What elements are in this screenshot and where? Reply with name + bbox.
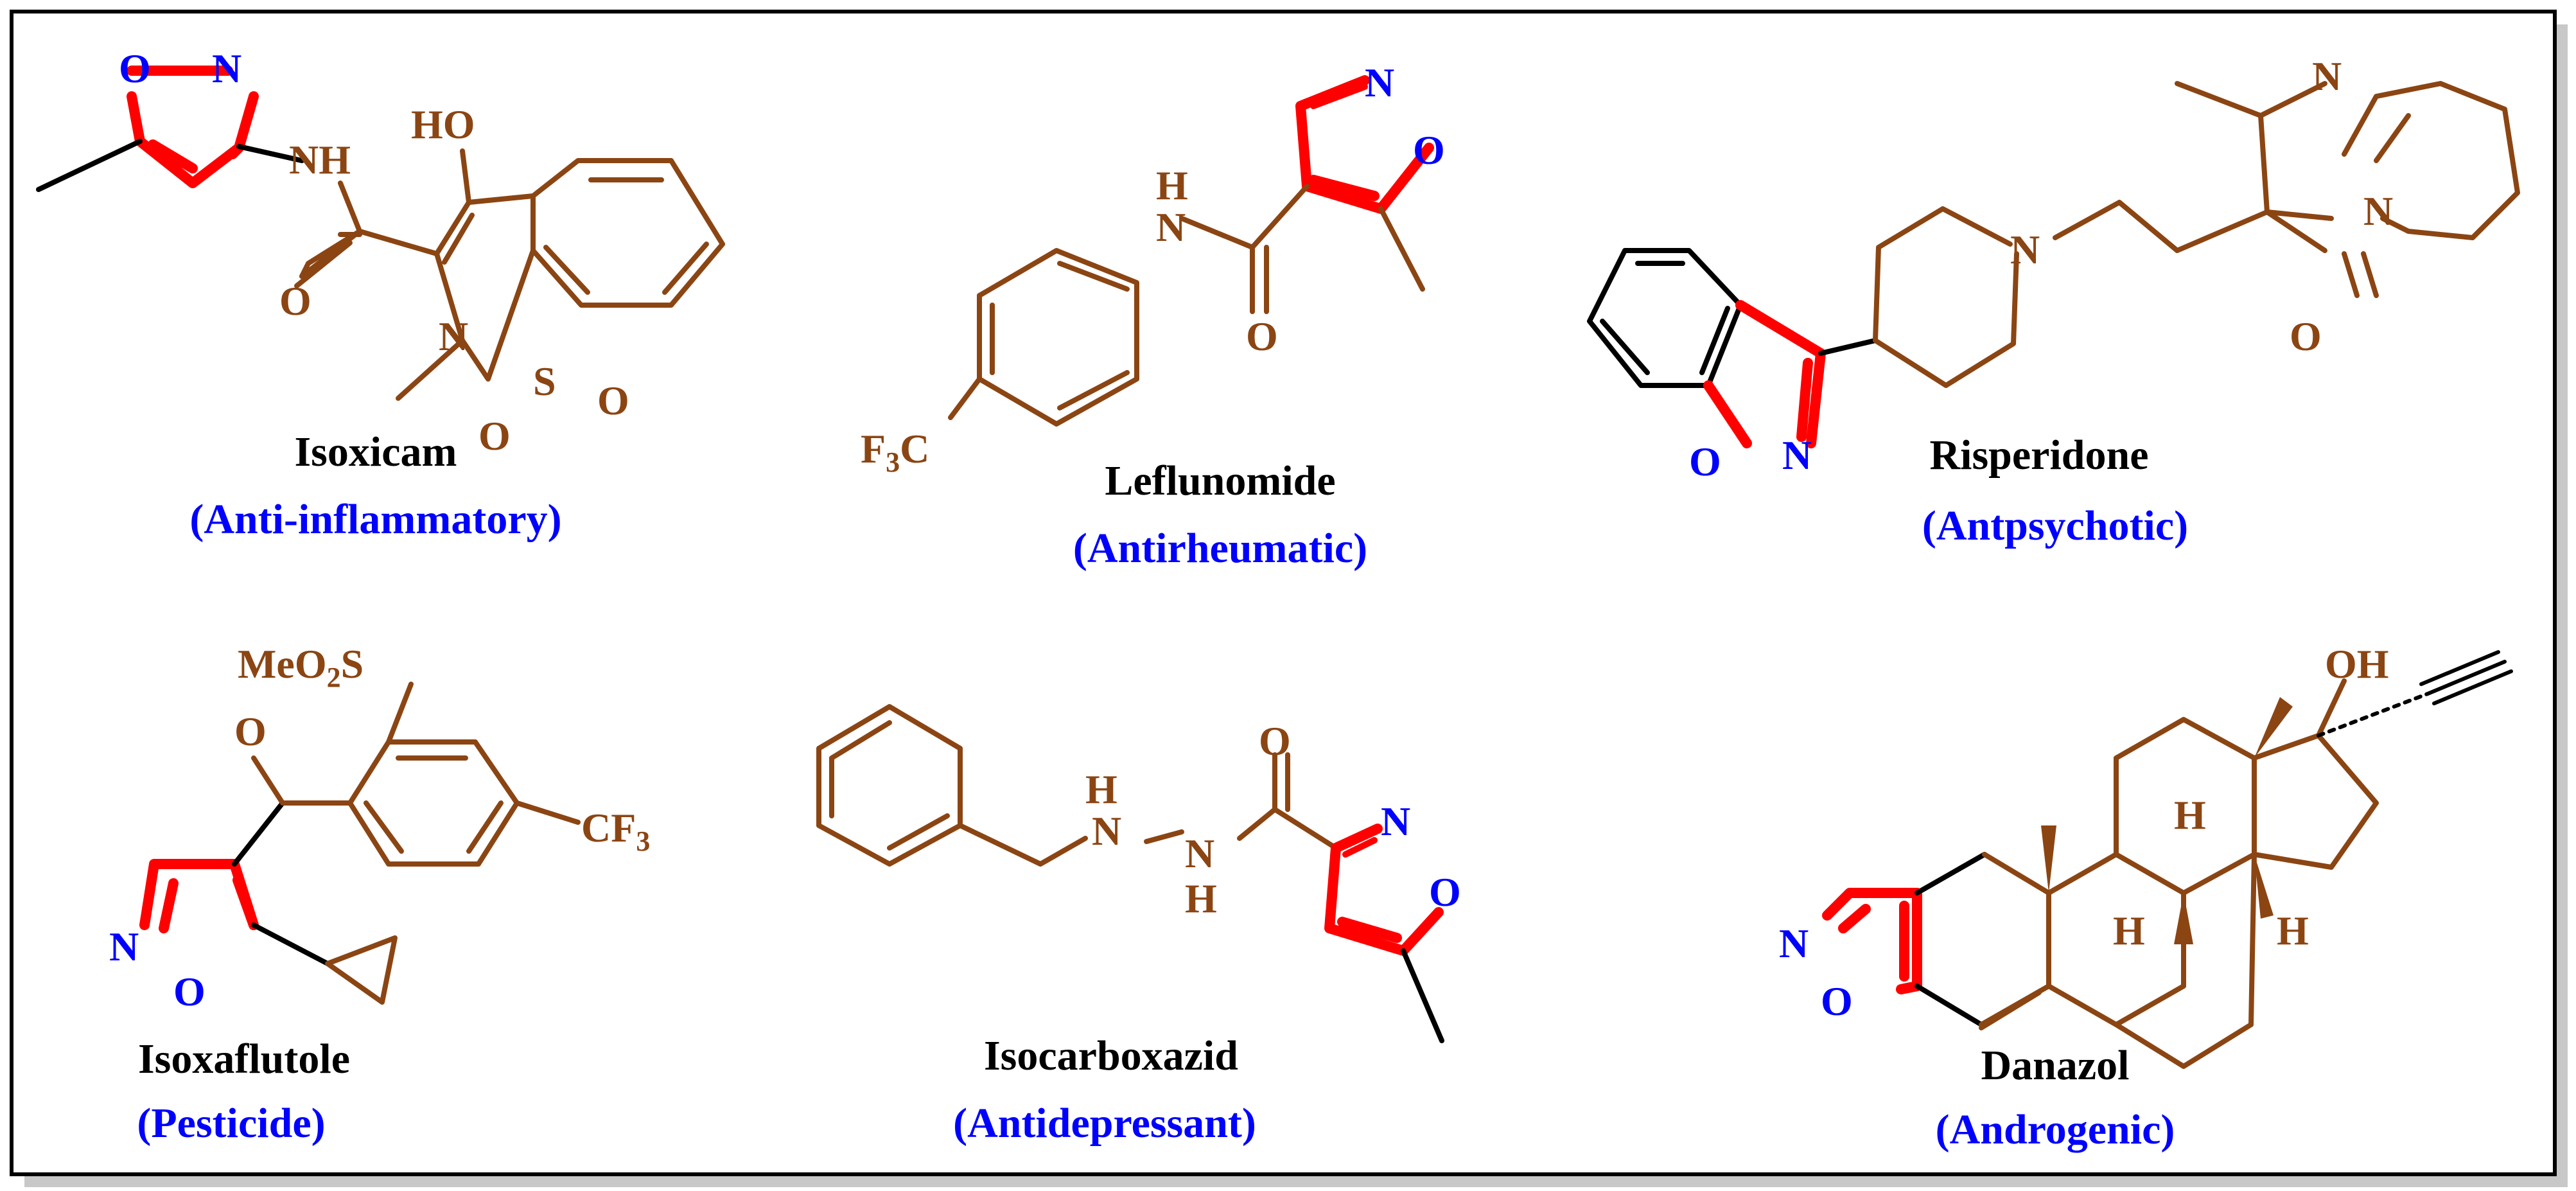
isocarboxazid-use: (Antidepressant) — [953, 1100, 1256, 1147]
risperidone-name: Risperidone — [1929, 432, 2148, 479]
leflunomide-o-atom: O — [1413, 127, 1445, 173]
isoxaflutole-carbonyl-o: O — [234, 709, 267, 754]
risperidone-piperidine-n: N — [2010, 227, 2040, 272]
isoxaflutole-n-atom: N — [109, 924, 139, 969]
isocarboxazid-nh1-h: H — [1085, 766, 1117, 812]
isoxaflutole-o-atom: O — [173, 969, 206, 1014]
isoxicam-structure: O N NH HO O N S O O Isoxicam (Anti-infla… — [36, 46, 725, 543]
isocarboxazid-structure: H N N H O N O Isocarboxazid (Antidepress… — [816, 704, 1461, 1147]
risperidone-bridge-n: N — [2363, 188, 2393, 234]
danazol-h-8: H — [2174, 792, 2206, 838]
leflunomide-n-atom: N — [1365, 60, 1394, 105]
isoxaflutole-structure: N O O MeO2S CF3 Isoxaflutole (Pesticide) — [109, 641, 650, 1147]
isoxaflutole-meo2s: MeO2S — [238, 641, 364, 693]
isoxaflutole-cf3: CF3 — [581, 805, 650, 857]
danazol-structure: N O OH H H H Danazol (Androgenic) — [1779, 641, 2513, 1153]
danazol-use: (Androgenic) — [1936, 1106, 2175, 1153]
isoxicam-nh-atom: NH — [289, 137, 351, 182]
danazol-name: Danazol — [1981, 1042, 2130, 1089]
isoxicam-so-o1: O — [478, 413, 511, 459]
isocarboxazid-n-atom: N — [1381, 798, 1410, 844]
leflunomide-nh-n: N — [1156, 204, 1186, 250]
risperidone-structure: O N N N N O Risperidone (Antpsychotic) — [1587, 53, 2520, 549]
isoxicam-use: (Anti-inflammatory) — [189, 496, 561, 543]
risperidone-pyrimidine-n: N — [2312, 53, 2342, 99]
leflunomide-carbonyl-o: O — [1246, 313, 1278, 359]
isoxicam-so-o2: O — [597, 378, 629, 423]
leflunomide-use: (Antirheumatic) — [1073, 525, 1367, 572]
isoxicam-carbonyl-o: O — [279, 278, 311, 324]
risperidone-n-atom: N — [1782, 432, 1812, 478]
leflunomide-structure: N O H N O F3C Leflunomide (Antirheumatic… — [861, 60, 1445, 572]
figure-frame — [10, 10, 2557, 1176]
isocarboxazid-o-atom: O — [1429, 869, 1461, 915]
isocarboxazid-nh2-n: N — [1185, 831, 1214, 876]
isoxaflutole-name: Isoxaflutole — [138, 1036, 350, 1082]
leflunomide-f3c: F3C — [861, 426, 929, 478]
isocarboxazid-name: Isocarboxazid — [984, 1032, 1238, 1079]
risperidone-o-atom: O — [1689, 439, 1721, 484]
danazol-n-atom: N — [1779, 921, 1809, 966]
leflunomide-nh-h: H — [1156, 163, 1188, 208]
isoxicam-s-atom: S — [533, 358, 556, 404]
isocarboxazid-carbonyl-o: O — [1259, 718, 1291, 764]
risperidone-carbonyl-o: O — [2290, 313, 2322, 359]
isoxicam-ring-n: N — [439, 313, 468, 359]
isocarboxazid-nh2-h: H — [1185, 876, 1217, 921]
risperidone-use: (Antpsychotic) — [1922, 502, 2188, 549]
isoxicam-o-atom: O — [119, 46, 151, 91]
leflunomide-name: Leflunomide — [1105, 457, 1335, 504]
isoxaflutole-use: (Pesticide) — [137, 1100, 325, 1147]
isoxicam-n-atom: N — [212, 46, 241, 91]
isoxicam-name: Isoxicam — [295, 428, 457, 475]
danazol-o-atom: O — [1821, 978, 1853, 1024]
danazol-oh: OH — [2325, 641, 2389, 687]
isoxicam-ho-atom: HO — [411, 101, 475, 147]
danazol-h-14: H — [2277, 908, 2309, 953]
danazol-h-9: H — [2113, 908, 2145, 953]
isocarboxazid-nh1-n: N — [1092, 808, 1121, 854]
